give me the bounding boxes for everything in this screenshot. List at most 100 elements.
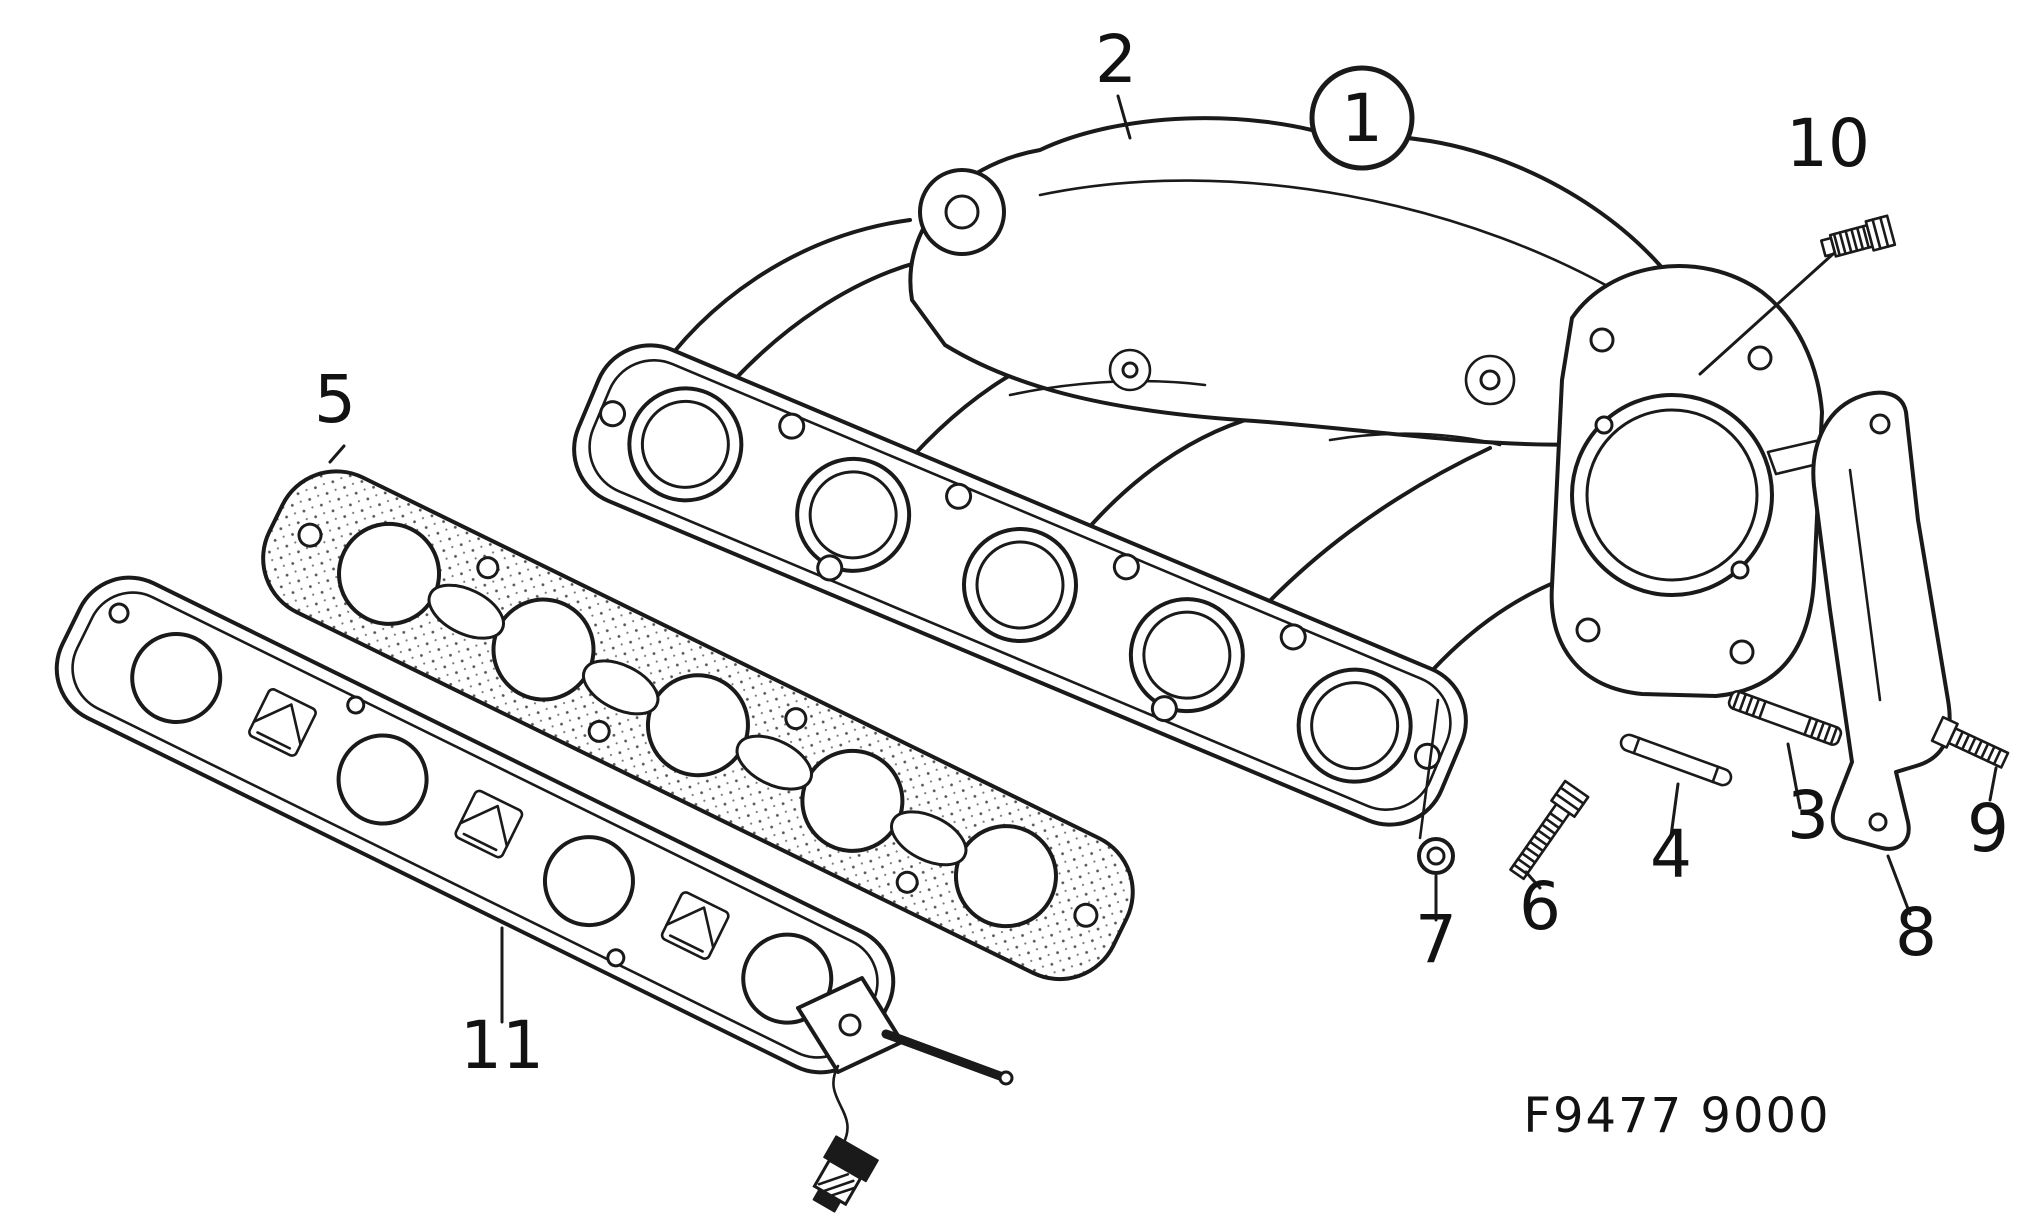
lower-gasket-bolt-hole	[606, 948, 626, 968]
gasket-slot	[890, 810, 968, 867]
alignment-line-hardware	[1418, 698, 1440, 840]
gasket-bolt-hole	[1073, 902, 1099, 928]
pin-body	[1619, 733, 1733, 787]
flange-bolt-hole	[1150, 695, 1178, 723]
throttle-flange-bolt-hole	[1589, 327, 1615, 353]
bolt-head-facets	[1554, 786, 1585, 812]
gasket-bolt-hole	[784, 707, 808, 731]
flange-bolt-hole	[778, 412, 806, 440]
callout-7-label: 7	[1415, 901, 1457, 978]
sensor-probe	[881, 1029, 1005, 1081]
leader-line-2	[1116, 94, 1132, 140]
gasket-bolt-hole	[895, 870, 919, 894]
probe-tip	[998, 1070, 1014, 1086]
flange-bolt-hole	[945, 482, 973, 510]
callout-10-label: 10	[1786, 105, 1870, 182]
bolt-threads	[1954, 730, 2003, 766]
gasket-upper	[261, 469, 1135, 982]
bracket-bend-line	[1848, 468, 1882, 702]
connector-tip	[812, 1188, 842, 1213]
dowel-pin-part-4	[1619, 733, 1733, 787]
bolt-threads	[1512, 811, 1565, 876]
lower-gasket-port	[130, 631, 223, 724]
intake-manifold-plenum	[908, 116, 1711, 447]
leader-line-4	[1669, 782, 1680, 838]
spring-clip	[248, 688, 317, 757]
intake-port-ring	[975, 540, 1065, 630]
callout-5-label: 5	[314, 361, 356, 438]
intake-port-ring	[640, 399, 730, 489]
intake-port-ring	[1142, 610, 1232, 700]
fitting-hex-facets	[1871, 216, 1890, 250]
callout-2-label: 2	[1095, 21, 1137, 98]
gasket-bolt-hole	[476, 556, 500, 580]
leader-line-3	[1786, 742, 1802, 810]
gasket-slot	[735, 734, 813, 791]
throttle-flange-pin-hole	[1730, 560, 1750, 580]
gasket-bolt-hole	[587, 719, 611, 743]
intake-port-ring	[808, 470, 898, 560]
pin-end-lines	[1632, 736, 1720, 784]
callout-9-label: 9	[1967, 790, 2009, 867]
clip-fold-lines	[458, 804, 509, 852]
stud-threads	[1731, 690, 1839, 746]
sensor-plate-hole	[838, 1013, 862, 1037]
lower-gasket-bolt-hole	[108, 602, 130, 624]
fitting-part-10	[1819, 214, 1897, 258]
gasket-slot	[427, 583, 505, 640]
clip-fold-lines	[665, 906, 715, 953]
flange-bolt-hole	[1112, 553, 1140, 581]
lower-gasket-bolt-hole	[346, 695, 366, 715]
wire-connector	[812, 1135, 879, 1213]
gasket-bolt-hole	[297, 522, 323, 548]
fitting-threads	[1832, 225, 1871, 257]
spring-clip	[454, 789, 524, 859]
leader-line-8	[1886, 854, 1912, 916]
manifold-port-flange	[572, 343, 1468, 827]
washer-inner	[1426, 846, 1446, 866]
callout-4-label: 4	[1650, 816, 1692, 893]
leader-line-6	[1524, 870, 1542, 890]
leader-line-5	[328, 444, 346, 464]
clip-fold-lines	[252, 703, 302, 750]
plenum-boss-hole	[1121, 361, 1139, 379]
stud-part-3	[1727, 690, 1843, 746]
leader-lines	[328, 94, 1998, 1024]
lower-gasket-port	[542, 835, 635, 928]
heat-shield-gasket-lower	[54, 575, 896, 1075]
throttle-flange-bolt-hole	[1747, 345, 1773, 371]
spring-clip	[660, 891, 730, 960]
lower-gasket-port	[336, 733, 429, 826]
bolt-head	[1930, 715, 1959, 749]
bracket-part-8	[1766, 390, 1952, 851]
bolt-part-6	[1509, 779, 1590, 881]
sensor-wire	[832, 1064, 849, 1148]
throttle-flange-bolt-hole	[1729, 639, 1755, 665]
plenum-boss-hole	[944, 194, 980, 230]
callout-8-label: 8	[1895, 894, 1937, 971]
callout-6-label: 6	[1519, 868, 1561, 945]
leader-line-9	[1988, 766, 1998, 802]
bracket-hole	[1869, 413, 1891, 435]
flange-bolt-hole	[599, 400, 627, 428]
callout-1-circle	[1309, 65, 1415, 171]
sensor-assembly	[796, 976, 1014, 1213]
callouts: 1 2 3 4 5 6 7 8 9 10 11	[314, 21, 2009, 1084]
callout-1-label: 1	[1341, 80, 1383, 157]
flange-bolt-hole	[816, 554, 844, 582]
throttle-body-flange	[1549, 264, 1824, 698]
plenum-boss-hole	[1479, 369, 1501, 391]
figure-code: F9477 9000	[1523, 1088, 1830, 1144]
flange-bolt-hole	[1279, 623, 1307, 651]
connector-hatch	[817, 1172, 857, 1197]
bolt-head	[1550, 779, 1590, 819]
plenum-crease	[1038, 179, 1642, 307]
washer-part-7	[1417, 837, 1455, 875]
callout-3-label: 3	[1787, 777, 1829, 854]
bracket-hole	[1868, 812, 1888, 832]
bracket-plate	[1811, 390, 1952, 851]
throttle-flange-pin-hole	[1594, 415, 1614, 435]
throttle-bore-ring	[1585, 408, 1759, 582]
